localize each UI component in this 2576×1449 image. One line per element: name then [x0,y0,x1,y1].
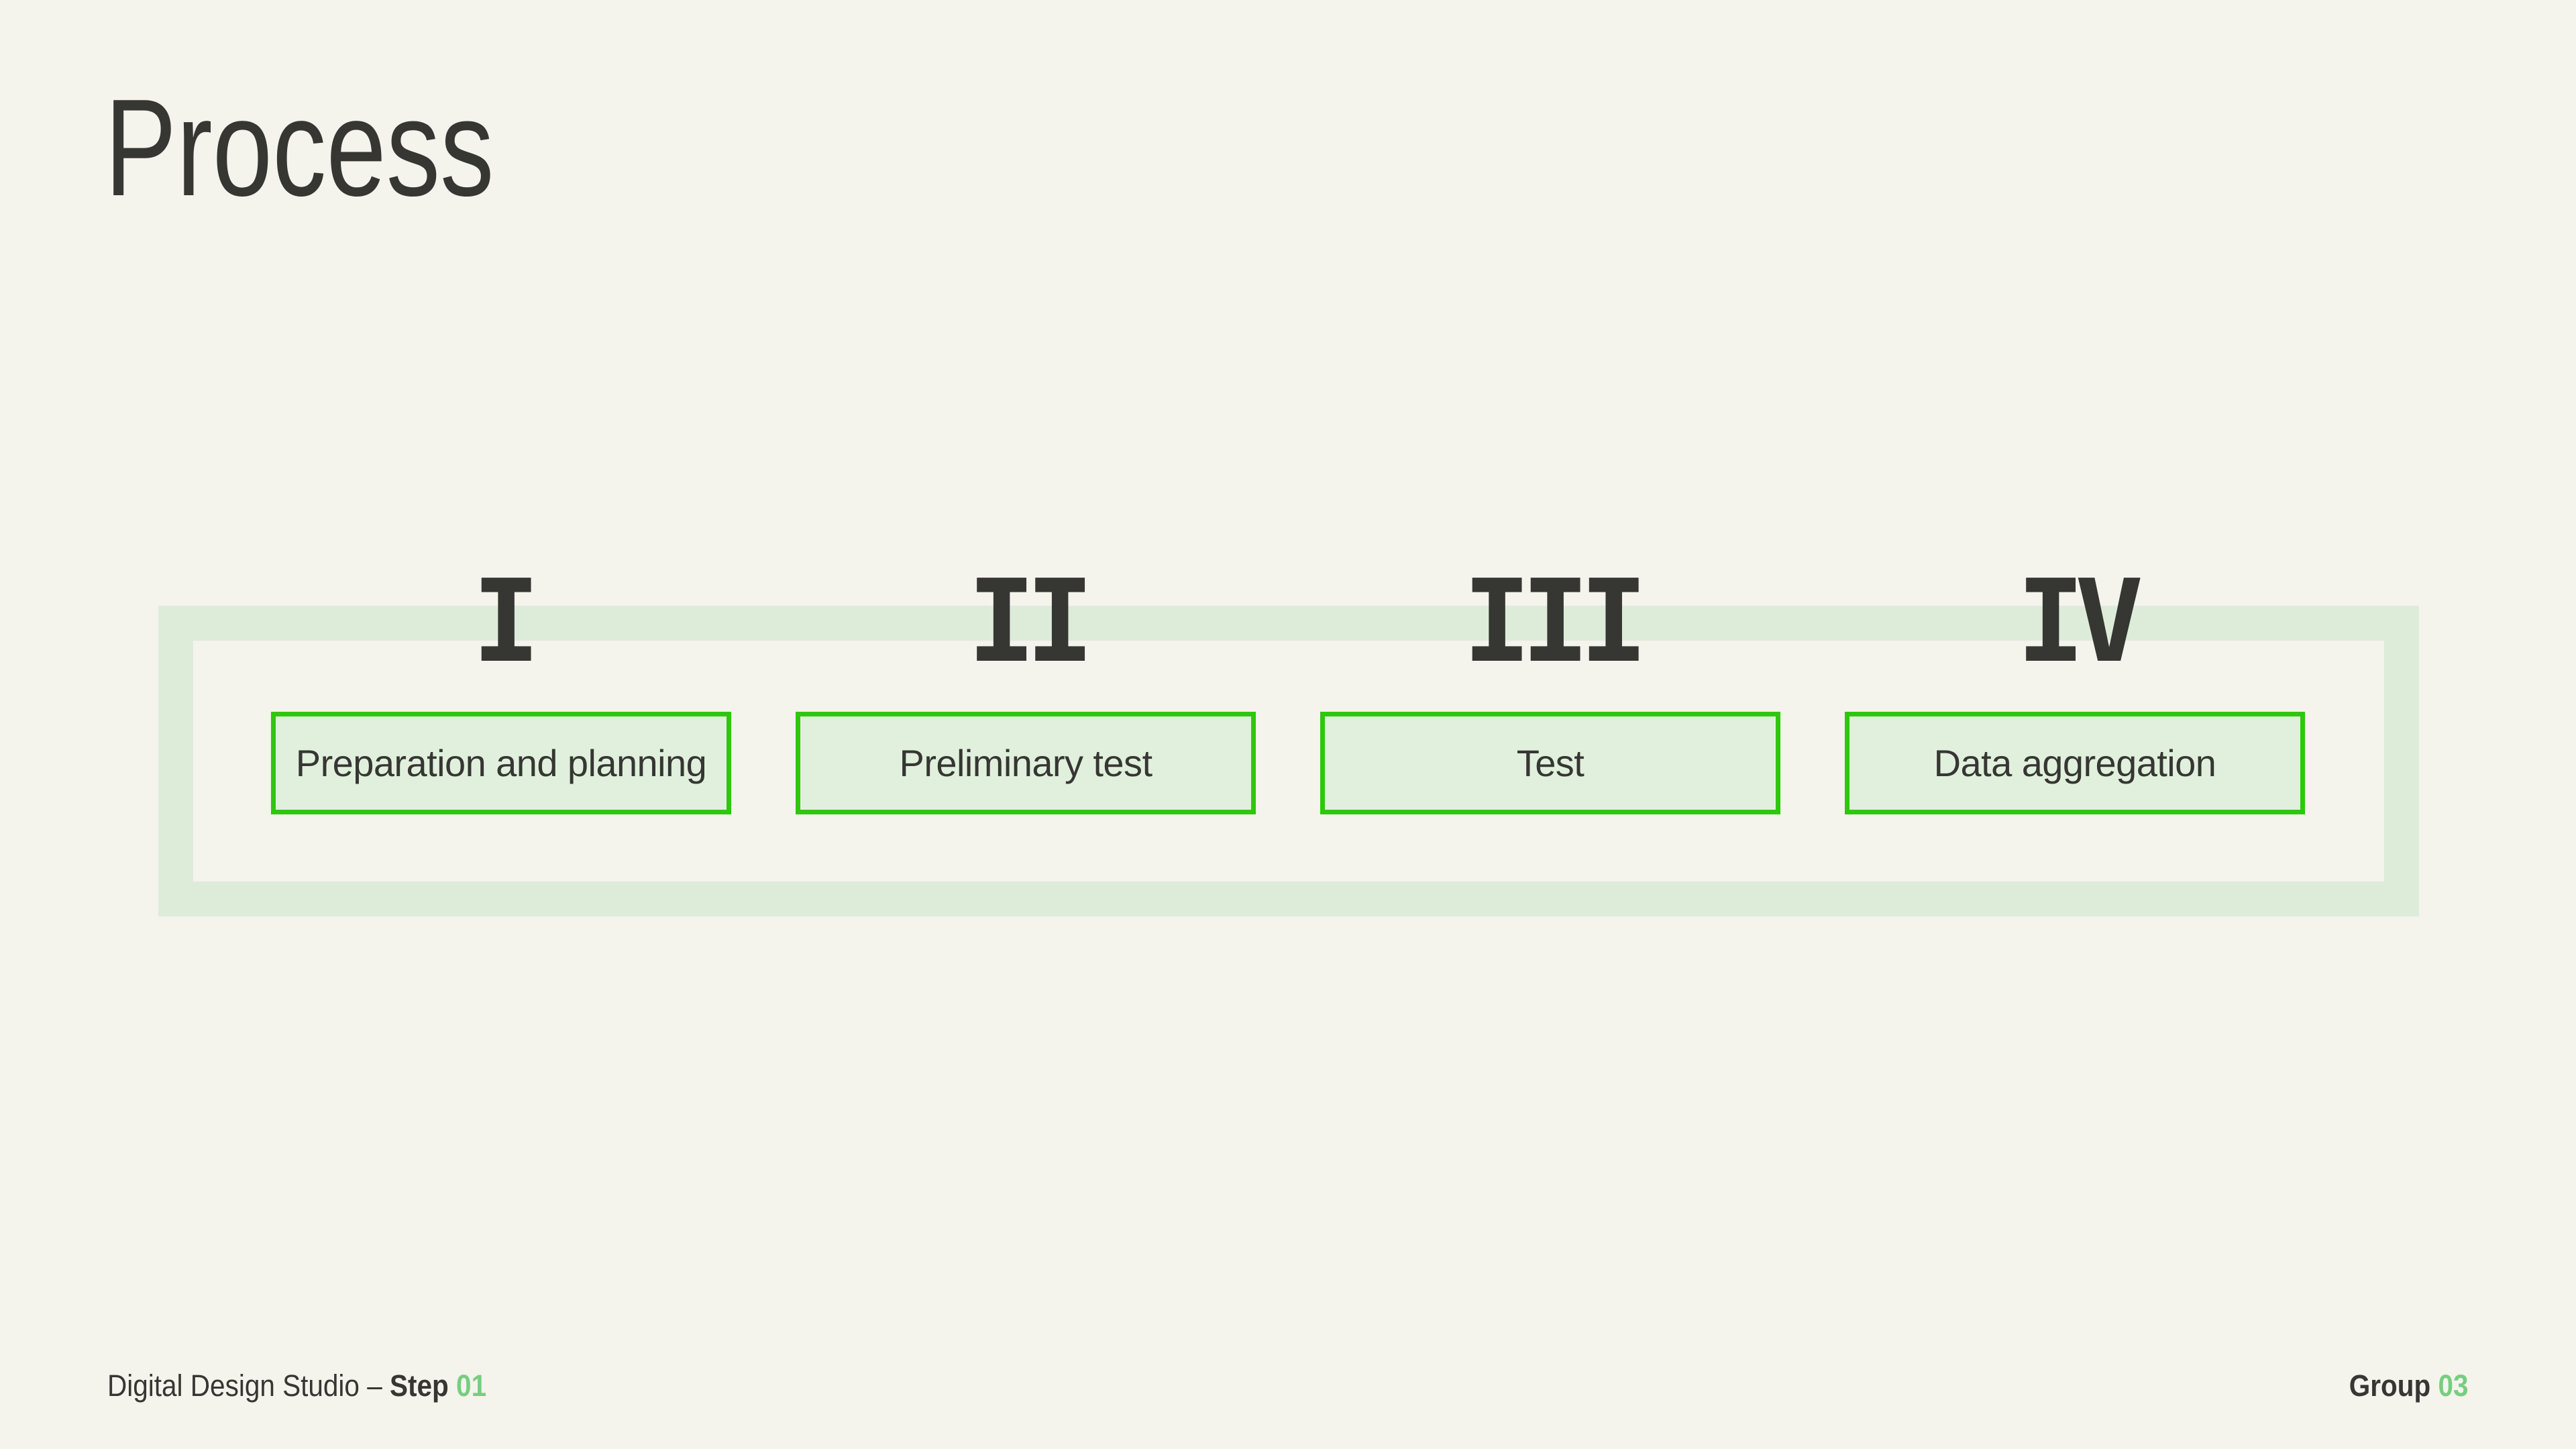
group-number: 03 [2438,1368,2469,1403]
step-label-1: Preparation and planning [295,741,707,784]
step-box-2: Preliminary test [796,712,1256,814]
step-box-3: Test [1320,712,1780,814]
step-label-2: Preliminary test [899,741,1152,784]
group-word: Group [2349,1368,2431,1403]
step-box-4: Data aggregation [1845,712,2305,814]
step-label-4: Data aggregation [1933,741,2216,784]
studio-name: Digital Design Studio [107,1368,360,1403]
step-word: Step [390,1368,449,1403]
step-numeral-2: II [967,555,1094,688]
page-title: Process [105,70,494,225]
step-numeral-4: IV [2016,555,2143,688]
step-label-3: Test [1516,741,1585,784]
footer-left: Digital Design Studio – Step 01 [107,1371,486,1401]
footer-right: Group 03 [2349,1371,2469,1401]
footer-separator: – [367,1368,382,1403]
process-frame [158,606,2419,916]
step-numeral-3: III [1462,555,1648,688]
step-numeral-1: I [472,555,540,688]
step-box-1: Preparation and planning [271,712,731,814]
step-number: 01 [456,1368,487,1403]
